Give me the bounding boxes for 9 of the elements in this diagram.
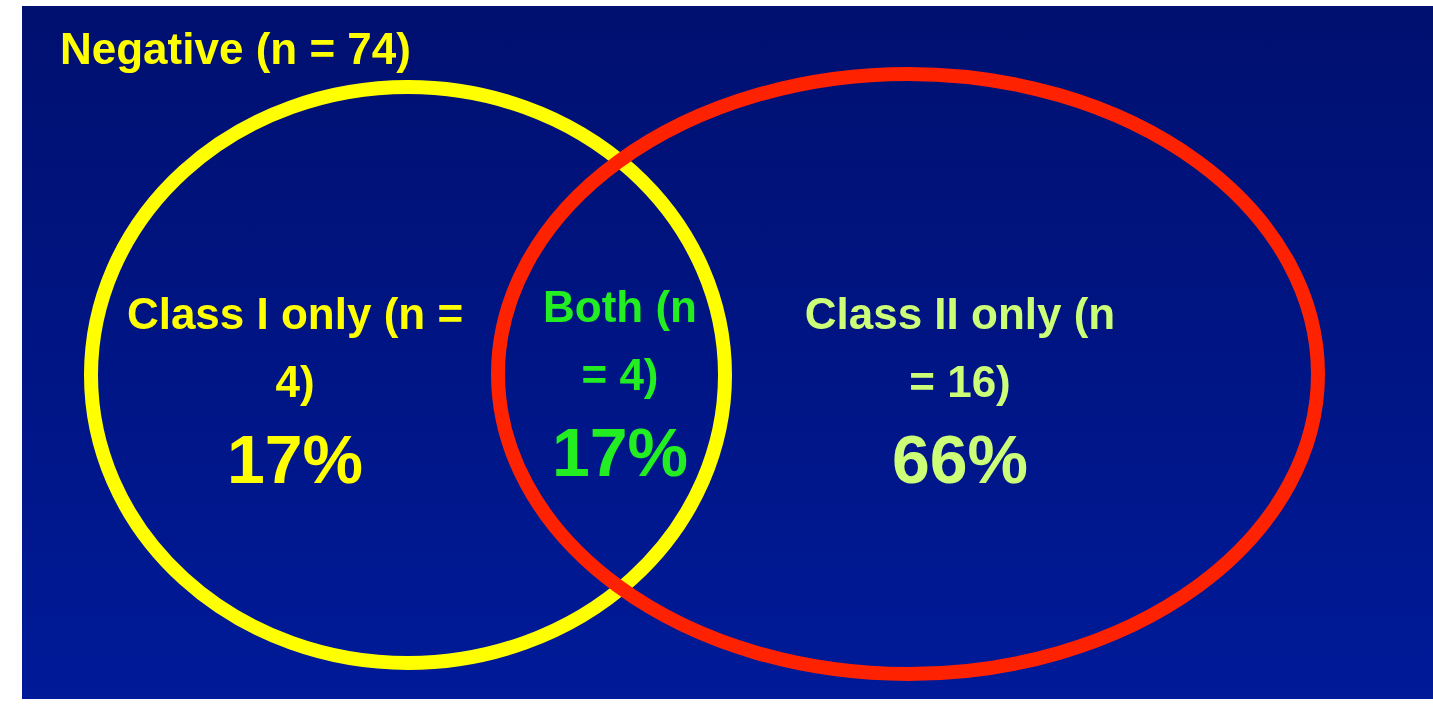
percentage-value: 17%: [226, 420, 364, 498]
percentage-value: 66%: [891, 420, 1029, 498]
venn-ellipse: [491, 67, 1325, 681]
region-label: Class I only (n = 4): [125, 288, 465, 408]
percentage-value: 17%: [551, 413, 689, 491]
overlap-label: Both (n = 4): [542, 281, 698, 401]
region-label: Class II only (n = 16): [803, 288, 1117, 408]
venn-ellipse: [84, 80, 732, 670]
set-title: Negative (n = 74): [60, 24, 411, 74]
